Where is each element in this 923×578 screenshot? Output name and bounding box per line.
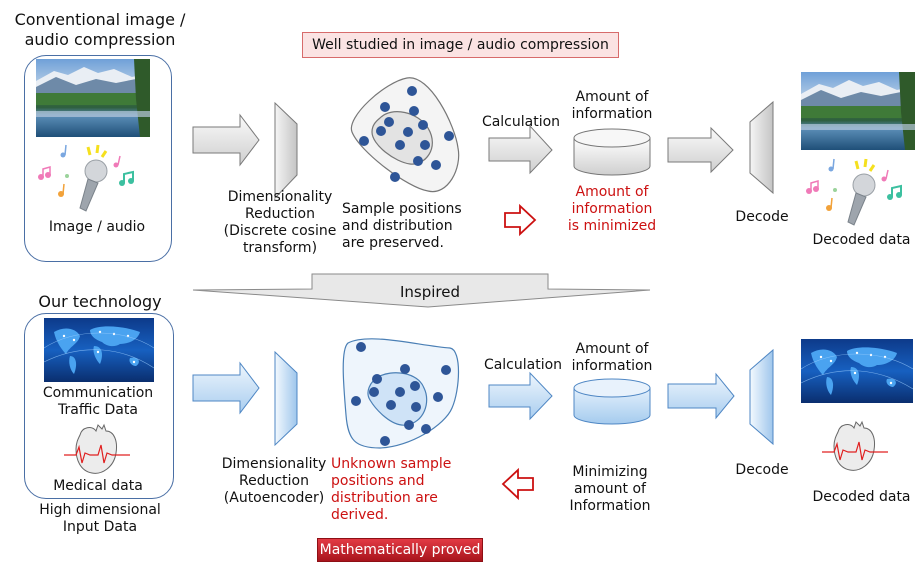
title-line: audio compression [24,29,176,49]
top-section-title: Conventional image / audio compression [0,10,200,49]
caption-line: and distribution [342,218,453,235]
caption-line: Sample positions [342,201,462,217]
caption-line: Information [569,498,651,515]
info-cylinder-bottom [573,378,651,425]
traffic-data-label: Communication Traffic Data [24,385,172,419]
title-line: Conventional image / [14,10,186,29]
caption-line: are preserved. [342,235,444,252]
decode-label-top: Decode [735,209,789,225]
decode-arrow-top [667,126,734,174]
inspired-label: Inspired [399,283,461,301]
dct-encoder-shape [274,101,298,200]
caption-line: Minimizing [572,464,648,480]
autoencoder-caption: Dimensionality Reduction (Autoencoder) [218,456,330,507]
caption-line: transform) [242,240,318,257]
medical-data-label: Medical data [53,478,143,494]
caption-line: High dimensional [39,502,161,518]
caption-line: Amount of [575,89,649,105]
landscape-photo-decoded [801,72,915,150]
caption-line: is minimized [567,218,657,235]
caption-line: information [571,201,653,218]
info-cylinder-top [573,128,651,176]
caption-line: amount of [574,481,646,498]
caption-line: Amount of [575,341,649,357]
landscape-image [801,72,915,150]
high-dimensional-input-caption: High dimensional Input Data [10,502,190,536]
caption-line: information [571,358,653,375]
caption-line: Reduction [239,473,309,490]
decoded-data-label-top: Decoded data [812,232,911,248]
derived-caption: Unknown sample positions and distributio… [331,456,451,524]
landscape-photo-input [36,59,150,137]
red-arrow-left [501,467,534,501]
world-map-decoded-image [801,339,913,403]
decode-arrow-bottom [667,372,735,420]
caption-line: information [571,106,653,123]
caption-line: Amount of [575,184,649,200]
caption-line: positions and [331,473,425,490]
microphone-music-icon-decoded [806,158,902,226]
caption-line: (Autoencoder) [223,490,325,507]
caption-line: distribution are [331,490,438,507]
red-arrow-right [504,203,537,237]
caption-line: Dimensionality [221,456,327,472]
caption-line: Traffic Data [58,402,138,419]
caption-line: Communication [42,385,154,401]
mathematically-proved-badge: Mathematically proved [317,538,483,562]
sample-dots-bottom [351,342,451,446]
world-map-traffic-image [44,318,154,382]
information-minimized-caption: Amount of information is minimized [557,184,667,235]
decoder-shape-top [749,100,774,195]
calculation-arrow-top [488,124,553,175]
well-studied-banner: Well studied in image / audio compressio… [302,32,619,58]
caption-line: (Discrete cosine [223,223,337,240]
amount-of-information-top: Amount of information [562,89,662,123]
calculation-label-bottom: Calculation [483,357,563,373]
heart-ecg-icon-decoded [822,420,888,471]
caption-line: Dimensionality [227,189,333,205]
landscape-image [36,59,150,137]
amount-of-information-bottom: Amount of information [562,341,662,375]
input-label-image-audio: Image / audio [48,219,146,235]
decoded-data-label-bottom: Decoded data [812,489,911,505]
heart-ecg-icon [64,423,130,474]
bottom-section-title: Our technology [38,292,162,311]
microphone-music-icon [38,144,134,212]
caption-line: Input Data [62,519,138,536]
caption-line: Reduction [245,206,315,223]
sample-dots-top [359,86,454,182]
decoder-shape-bottom [749,348,774,446]
dct-caption: Dimensionality Reduction (Discrete cosin… [205,189,355,257]
calculation-arrow-bottom [488,371,553,421]
calculation-label-top: Calculation [481,114,561,130]
inspired-arrow [192,273,651,308]
arrow-to-dct [192,113,260,167]
caption-line: derived. [331,507,389,524]
autoencoder-shape [274,350,298,447]
minimizing-information-caption: Minimizing amount of Information [560,464,660,515]
decode-label-bottom: Decode [735,462,789,478]
sample-preserved-caption: Sample positions and distribution are pr… [342,201,462,252]
arrow-to-autoencoder [192,361,260,415]
caption-line: Unknown sample [331,456,452,472]
